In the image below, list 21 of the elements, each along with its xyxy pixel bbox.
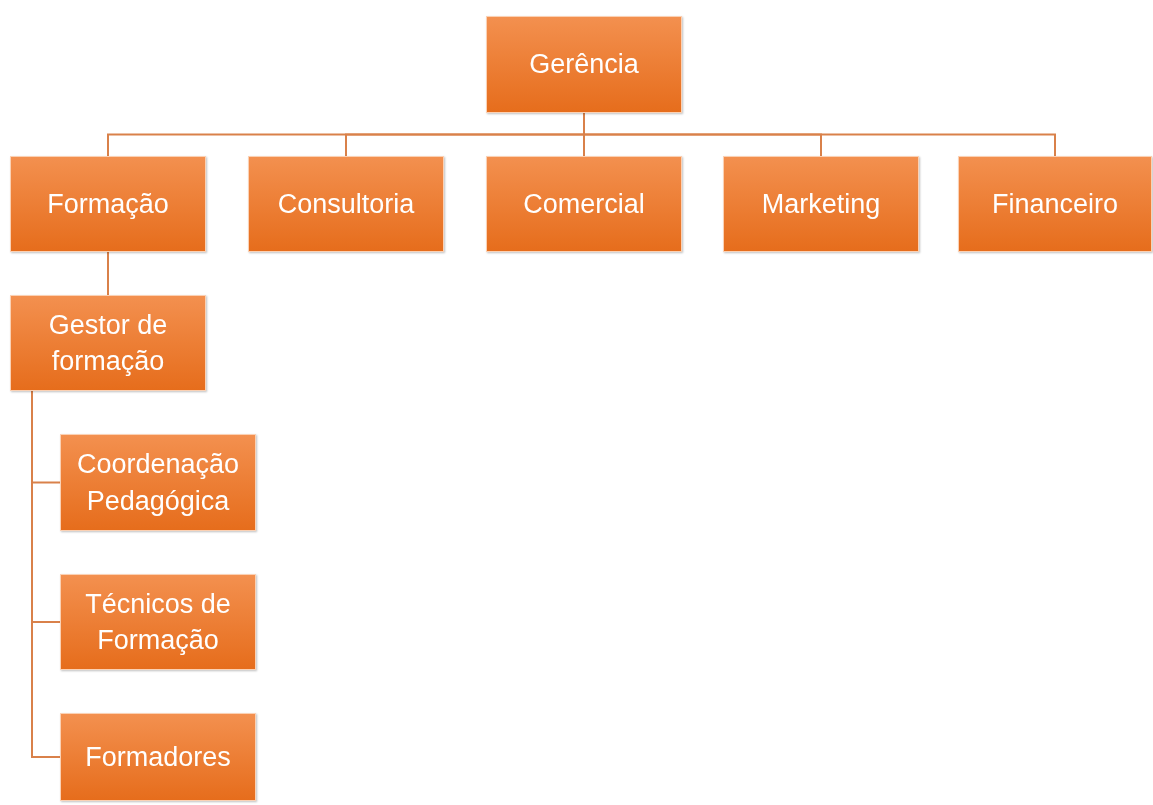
box-label: Técnicos de Formação	[84, 587, 232, 657]
box-label: Formação	[47, 187, 169, 221]
box-label: Formadores	[85, 740, 231, 774]
org-box	[60, 574, 256, 670]
box-label: Consultoria	[277, 187, 415, 221]
box-label: Gerência	[529, 48, 639, 82]
box-label: Marketing	[761, 187, 881, 221]
org-box	[60, 713, 256, 801]
box-label: Gestor de formação	[47, 308, 169, 378]
box-label: Coordenação Pedagógica	[75, 448, 241, 518]
org-box	[248, 156, 444, 252]
org-box	[486, 16, 682, 113]
org-box	[10, 295, 206, 391]
org-box	[723, 156, 919, 252]
box-label: Comercial	[523, 187, 645, 221]
org-box	[958, 156, 1152, 252]
org-box	[60, 434, 256, 531]
connector-line	[107, 251, 109, 296]
org-box	[486, 156, 682, 252]
box-label: Financeiro	[991, 187, 1119, 221]
org-box	[10, 156, 206, 252]
